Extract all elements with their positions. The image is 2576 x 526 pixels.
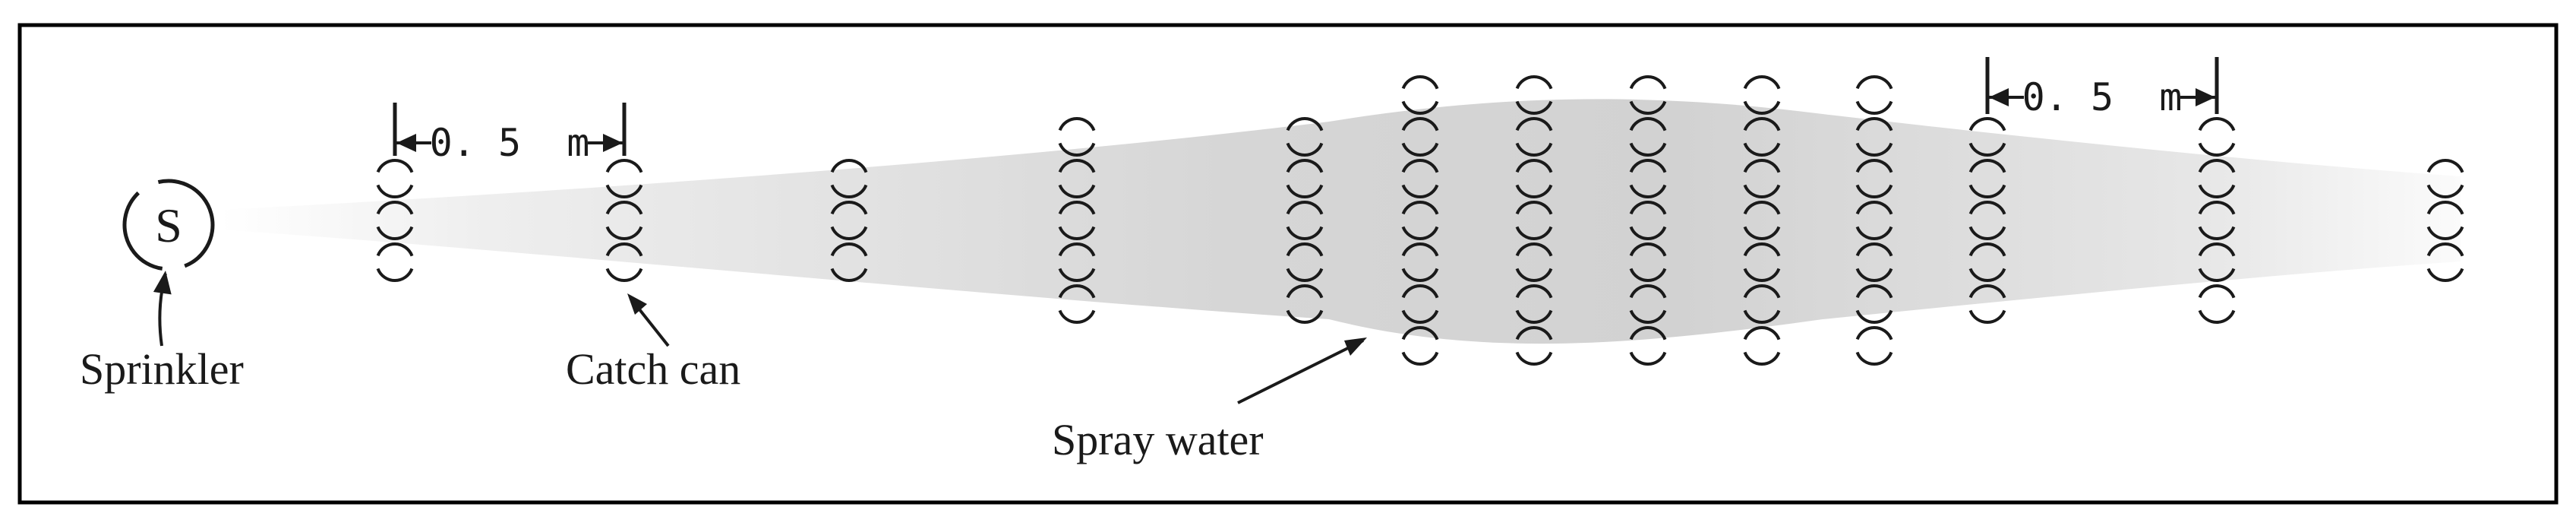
spray-water-area bbox=[220, 99, 2461, 344]
catch-can bbox=[375, 201, 415, 240]
catch-can bbox=[1514, 159, 1554, 198]
catch-can bbox=[375, 159, 415, 198]
spacing-dimension-left: 0. 5 m bbox=[393, 103, 627, 165]
catch-can bbox=[1855, 201, 1894, 240]
spray-water-callout: Spray water bbox=[1052, 337, 1367, 464]
catch-can-column bbox=[1057, 117, 1097, 324]
catch-can bbox=[1057, 159, 1097, 198]
catch-can-column bbox=[2197, 117, 2237, 324]
catch-can bbox=[829, 242, 869, 282]
catch-can bbox=[605, 201, 644, 240]
catch-can bbox=[1742, 326, 1782, 366]
catch-can bbox=[1400, 75, 1440, 115]
catch-can bbox=[1400, 159, 1440, 198]
catch-can-callout: Catch can bbox=[566, 293, 740, 394]
catch-can bbox=[1400, 284, 1440, 324]
catch-can bbox=[1400, 117, 1440, 157]
catch-can bbox=[1400, 326, 1440, 366]
catch-can bbox=[605, 242, 644, 282]
sprinkler-symbol-letter: S bbox=[155, 198, 182, 252]
catch-can bbox=[1968, 117, 2007, 157]
catch-can bbox=[1628, 159, 1668, 198]
spray-water-label: Spray water bbox=[1052, 415, 1264, 464]
catch-can bbox=[1285, 284, 1324, 324]
catch-can-column bbox=[1968, 117, 2007, 324]
catch-can bbox=[1514, 242, 1554, 282]
catch-can bbox=[1742, 159, 1782, 198]
catch-can bbox=[1285, 242, 1324, 282]
spacing-label-left: 0. 5 m bbox=[430, 121, 590, 165]
catch-can bbox=[1742, 242, 1782, 282]
catch-can bbox=[1968, 201, 2007, 240]
spacing-dimension-right: 0. 5 m bbox=[1985, 57, 2219, 119]
catch-can bbox=[2197, 117, 2237, 157]
catch-can-column bbox=[375, 159, 415, 282]
catch-can bbox=[375, 242, 415, 282]
catch-can bbox=[1855, 242, 1894, 282]
catch-can bbox=[1742, 201, 1782, 240]
catch-can-column bbox=[1400, 75, 1440, 366]
catch-can bbox=[1628, 117, 1668, 157]
catch-can-column bbox=[1628, 75, 1668, 366]
catch-can bbox=[1742, 284, 1782, 324]
sprinkler-symbol: S bbox=[122, 179, 215, 271]
catch-can bbox=[1285, 159, 1324, 198]
catch-can bbox=[2426, 242, 2465, 282]
catch-can bbox=[1742, 75, 1782, 115]
catch-can bbox=[1514, 326, 1554, 366]
catch-can bbox=[2197, 284, 2237, 324]
catch-can-column bbox=[829, 159, 869, 282]
catch-can bbox=[2426, 159, 2465, 198]
catch-can bbox=[605, 159, 644, 198]
catch-can bbox=[1968, 159, 2007, 198]
catch-can-column bbox=[1285, 117, 1324, 324]
catch-can-column bbox=[1855, 75, 1894, 366]
catch-can bbox=[1855, 117, 1894, 157]
catch-can bbox=[1514, 284, 1554, 324]
catch-can bbox=[829, 201, 869, 240]
sprinkler-label: Sprinkler bbox=[80, 344, 244, 394]
catch-can bbox=[1057, 242, 1097, 282]
catch-can bbox=[1855, 159, 1894, 198]
catch-can bbox=[2197, 242, 2237, 282]
catch-can bbox=[2197, 159, 2237, 198]
catch-can bbox=[1968, 242, 2007, 282]
catch-can bbox=[1855, 75, 1894, 115]
catch-can-column bbox=[1742, 75, 1782, 366]
catch-can bbox=[1968, 284, 2007, 324]
catch-can bbox=[1057, 201, 1097, 240]
catch-can bbox=[1628, 201, 1668, 240]
catch-can-column bbox=[1514, 75, 1554, 366]
catch-can bbox=[1514, 75, 1554, 115]
catch-can bbox=[1514, 201, 1554, 240]
catch-can bbox=[1855, 326, 1894, 366]
catch-can-grid bbox=[375, 75, 2465, 366]
catch-can bbox=[1285, 201, 1324, 240]
spacing-label-right: 0. 5 m bbox=[2022, 75, 2183, 119]
catch-can-column bbox=[2426, 159, 2465, 282]
catch-can bbox=[1400, 201, 1440, 240]
catch-can bbox=[1057, 284, 1097, 324]
catch-can bbox=[829, 159, 869, 198]
catch-can bbox=[2426, 201, 2465, 240]
catch-can bbox=[2197, 201, 2237, 240]
catch-can bbox=[1628, 326, 1668, 366]
catch-can bbox=[1742, 117, 1782, 157]
catch-can bbox=[1057, 117, 1097, 157]
catch-can-column bbox=[605, 159, 644, 282]
catch-can bbox=[1400, 242, 1440, 282]
catch-can bbox=[1285, 117, 1324, 157]
catch-can bbox=[1855, 284, 1894, 324]
sprinkler-callout: Sprinkler bbox=[80, 271, 244, 394]
catch-can bbox=[1628, 284, 1668, 324]
catch-can-label: Catch can bbox=[566, 344, 740, 394]
catch-can bbox=[1628, 242, 1668, 282]
catch-can bbox=[1628, 75, 1668, 115]
catch-can bbox=[1514, 117, 1554, 157]
